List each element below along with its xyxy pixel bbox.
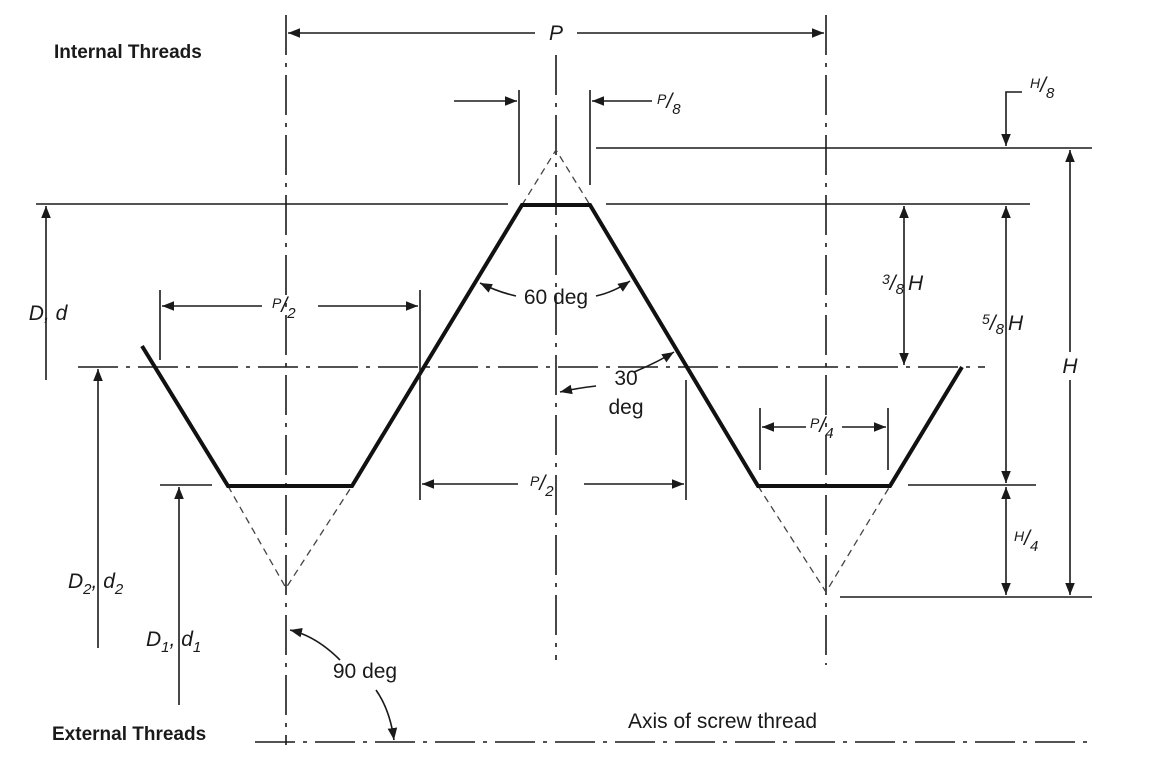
- thread-profile: [140, 203, 964, 488]
- svg-text:H/4: H/4: [1014, 527, 1038, 555]
- ninety-deg-label: 90 deg: [333, 660, 397, 683]
- p2-upper-label: P/2: [272, 294, 296, 322]
- svg-text:H/8: H/8: [1030, 74, 1055, 102]
- svg-text:P/8: P/8: [657, 90, 681, 118]
- thirty-deg-arrow-to-flank: [633, 351, 675, 373]
- minor-diameter-label: D1, d1: [146, 628, 201, 656]
- p2-lower-label: P/2: [530, 472, 554, 500]
- thirty-deg-label-line1: 30: [614, 367, 637, 390]
- major-diameter-label: D, d: [29, 302, 69, 325]
- h4-label: H/4: [1014, 527, 1038, 555]
- internal-threads-title: Internal Threads: [54, 42, 202, 63]
- sixty-deg-arc-left: [479, 282, 517, 297]
- pitch-label: P: [549, 22, 563, 45]
- pitch-diameter-label: D2, d2: [68, 570, 124, 598]
- fundamental-triangle-top: [521, 148, 591, 206]
- ninety-deg-arrow-to-centerline: [289, 628, 341, 661]
- h8-label: H/8: [1030, 74, 1055, 102]
- svg-text:P/2: P/2: [530, 472, 554, 500]
- sixty-deg-arc-right: [595, 280, 631, 297]
- svg-text:3/8H: 3/8H: [882, 271, 924, 298]
- p4-label: P/4: [810, 414, 834, 442]
- fundamental-triangle-bottom-left: [227, 485, 353, 590]
- svg-text:P/4: P/4: [810, 414, 834, 442]
- sixty-deg-label: 60 deg: [524, 286, 588, 309]
- h-label: H: [1062, 355, 1078, 378]
- thirty-deg-label-line2: deg: [608, 396, 643, 419]
- svg-text:5/8H: 5/8H: [982, 311, 1024, 338]
- svg-text:D2, d2: D2, d2: [68, 570, 124, 598]
- svg-text:P/2: P/2: [272, 294, 296, 322]
- ninety-deg-arrow-to-axis: [375, 689, 398, 741]
- h8-dim-arrow: [1001, 91, 1022, 146]
- fundamental-triangle-bottom-right: [757, 485, 891, 594]
- axis-of-screw-thread-label: Axis of screw thread: [628, 710, 817, 733]
- thirty-deg-arrow-to-centerline: [559, 384, 597, 395]
- svg-text:D1, d1: D1, d1: [146, 628, 201, 656]
- external-threads-title: External Threads: [52, 724, 206, 745]
- p8-label: P/8: [657, 90, 681, 118]
